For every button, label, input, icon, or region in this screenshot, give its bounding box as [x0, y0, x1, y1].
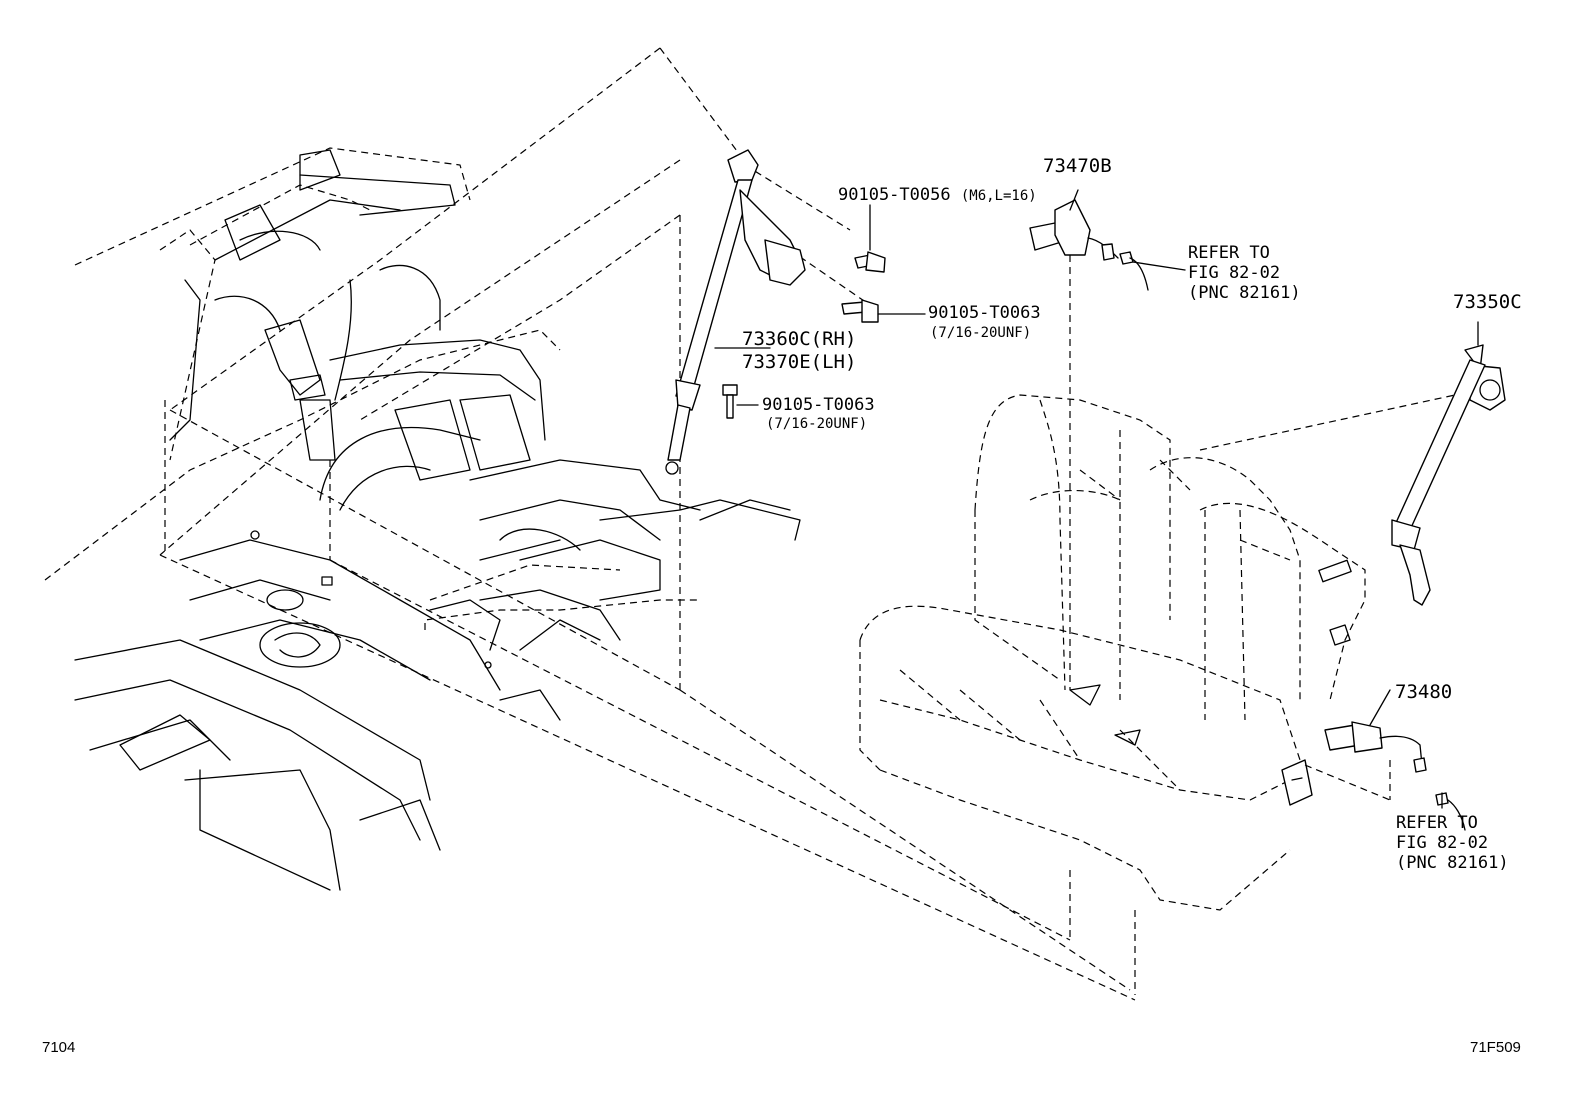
bolt-upper-spec: (7/16-20UNF)	[930, 325, 1031, 341]
belt-front-lh-label: 73370E(LH)	[742, 351, 856, 373]
svg-text:90105-T0056 (M6,L=16): 90105-T0056 (M6,L=16)	[838, 185, 1037, 205]
refer-bottom-line3: (PNC 82161)	[1396, 853, 1509, 873]
footer-right-code: 71F509	[1470, 1039, 1521, 1056]
footer-left-code: 7104	[42, 1039, 75, 1056]
belt-front-rh-label: 73360C(RH)	[742, 328, 856, 350]
leader-lines-left	[159, 47, 1136, 1001]
bolt-m6	[854, 251, 886, 273]
bolt-lower	[722, 384, 738, 419]
leader-lines-right	[1069, 255, 1456, 995]
refer-bottom-line1: REFER TO	[1396, 813, 1478, 833]
callout-labels: 90105-T0056 (M6,L=16) 90105-T0063 (7/16-…	[742, 155, 1522, 873]
bolt-upper	[841, 299, 879, 323]
rear-seat-belt-assembly	[1391, 321, 1506, 606]
refer-top-line2: FIG 82-02	[1188, 263, 1280, 283]
rear-seat-illustration	[859, 394, 1366, 911]
bolt-lower-part-number: 90105-T0063	[762, 395, 875, 415]
vehicle-floor-illustration	[44, 147, 801, 891]
callout-leaders-left	[714, 204, 926, 406]
bolt-m6-spec: (M6,L=16)	[961, 188, 1037, 204]
refer-top-line1: REFER TO	[1188, 243, 1270, 263]
center-buckle-assembly	[1029, 189, 1186, 291]
buckle-rear-label: 73480	[1395, 681, 1452, 703]
refer-bottom-line2: FIG 82-02	[1396, 833, 1488, 853]
belt-rear-label: 73350C	[1453, 291, 1522, 313]
refer-top-line3: (PNC 82161)	[1188, 283, 1301, 303]
front-seat-belt-assembly	[665, 149, 806, 475]
bolt-lower-spec: (7/16-20UNF)	[766, 416, 867, 432]
bolt-upper-part-number: 90105-T0063	[928, 303, 1041, 323]
buckle-center-label: 73470B	[1043, 155, 1112, 177]
bolt-m6-part-number: 90105-T0056	[838, 185, 951, 205]
rear-buckle-assembly	[1324, 689, 1466, 831]
